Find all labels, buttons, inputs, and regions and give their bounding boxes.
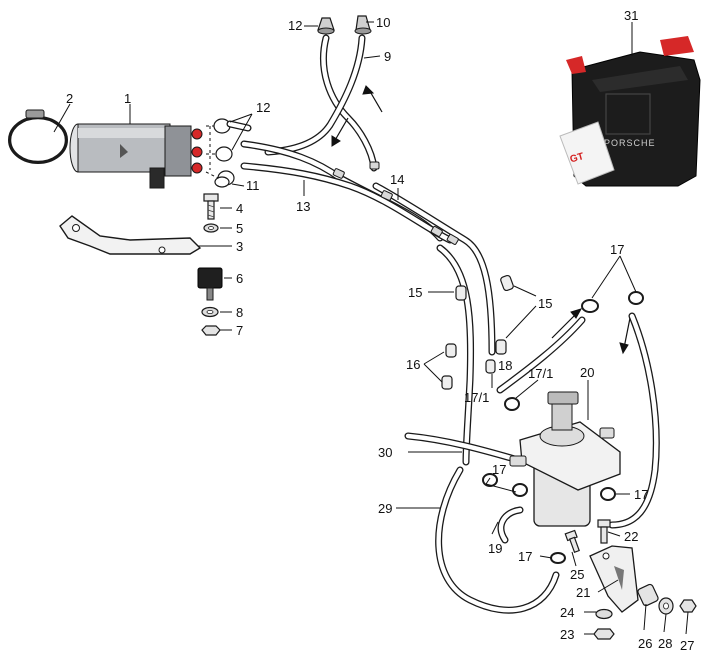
callout-17-top: 17 — [610, 242, 624, 257]
callout-2: 2 — [66, 91, 73, 106]
callout-5: 5 — [236, 221, 243, 236]
fuel-filter-part — [509, 391, 621, 527]
rubber-mount-part — [197, 267, 223, 301]
fuel-hoses — [240, 34, 660, 614]
bolt-part-25 — [564, 529, 580, 554]
bolt-part-22 — [597, 519, 611, 544]
callout-28: 28 — [658, 636, 672, 651]
callout-4: 4 — [236, 201, 243, 216]
callout-8: 8 — [236, 305, 243, 320]
fuel-canister-part: PORSCHE GT — [559, 36, 701, 187]
callout-17-bottom: 17 — [518, 549, 532, 564]
callout-17-mid: 17 — [492, 462, 506, 477]
canister-brand: PORSCHE — [604, 138, 656, 148]
callout-31: 31 — [624, 8, 638, 23]
mounting-bracket-part — [59, 215, 202, 255]
callout-30: 30 — [378, 445, 392, 460]
top-fittings-part — [317, 15, 372, 35]
bolt-part — [203, 193, 219, 220]
hose-connectors-part — [332, 161, 459, 245]
callout-18: 18 — [498, 358, 512, 373]
callout-17-right: 17 — [634, 487, 648, 502]
nut-part — [201, 325, 221, 336]
callout-20: 20 — [580, 365, 594, 380]
nut-part-27 — [679, 599, 697, 613]
callout-23: 23 — [560, 627, 574, 642]
leader-lines — [53, 21, 689, 635]
callout-25: 25 — [570, 567, 584, 582]
callout-13: 13 — [296, 199, 310, 214]
clamp-part-11 — [214, 176, 230, 188]
callout-17-1-right: 17/1 — [528, 366, 553, 381]
callout-27: 27 — [680, 638, 694, 653]
callout-labels: 1 2 12 12 10 9 11 13 14 4 5 3 6 8 7 15 1… — [66, 8, 694, 653]
callout-11: 11 — [246, 178, 260, 193]
callout-12-top: 12 — [288, 18, 302, 33]
callout-10: 10 — [376, 15, 390, 30]
spacer-part-26 — [637, 583, 659, 607]
callout-12-pump: 12 — [256, 100, 270, 115]
callout-14: 14 — [390, 172, 404, 187]
sleeves-part — [455, 274, 514, 355]
callout-9: 9 — [384, 49, 391, 64]
callout-22: 22 — [624, 529, 638, 544]
filter-bracket-part — [589, 545, 639, 613]
callout-19: 19 — [488, 541, 502, 556]
sleeve-part-18 — [485, 359, 496, 374]
nut-part-23 — [593, 628, 615, 640]
callout-24: 24 — [560, 605, 574, 620]
callout-29: 29 — [378, 501, 392, 516]
callout-6: 6 — [236, 271, 243, 286]
flow-arrows — [331, 85, 631, 355]
washer-part-24 — [595, 608, 613, 620]
callout-15-right: 15 — [538, 296, 552, 311]
callout-26: 26 — [638, 636, 652, 651]
callout-7: 7 — [236, 323, 243, 338]
hose-clamp-part — [8, 109, 68, 164]
small-clamps-part — [205, 118, 252, 186]
sleeves-part-16 — [441, 343, 457, 390]
callout-16: 16 — [406, 357, 420, 372]
cloth-brand: GT — [569, 151, 585, 165]
callout-21: 21 — [576, 585, 590, 600]
callout-3: 3 — [236, 239, 243, 254]
callout-17-1-left: 17/1 — [464, 390, 489, 405]
callout-1: 1 — [124, 91, 131, 106]
callout-15-left: 15 — [408, 285, 422, 300]
fuel-pump-part — [69, 123, 203, 189]
